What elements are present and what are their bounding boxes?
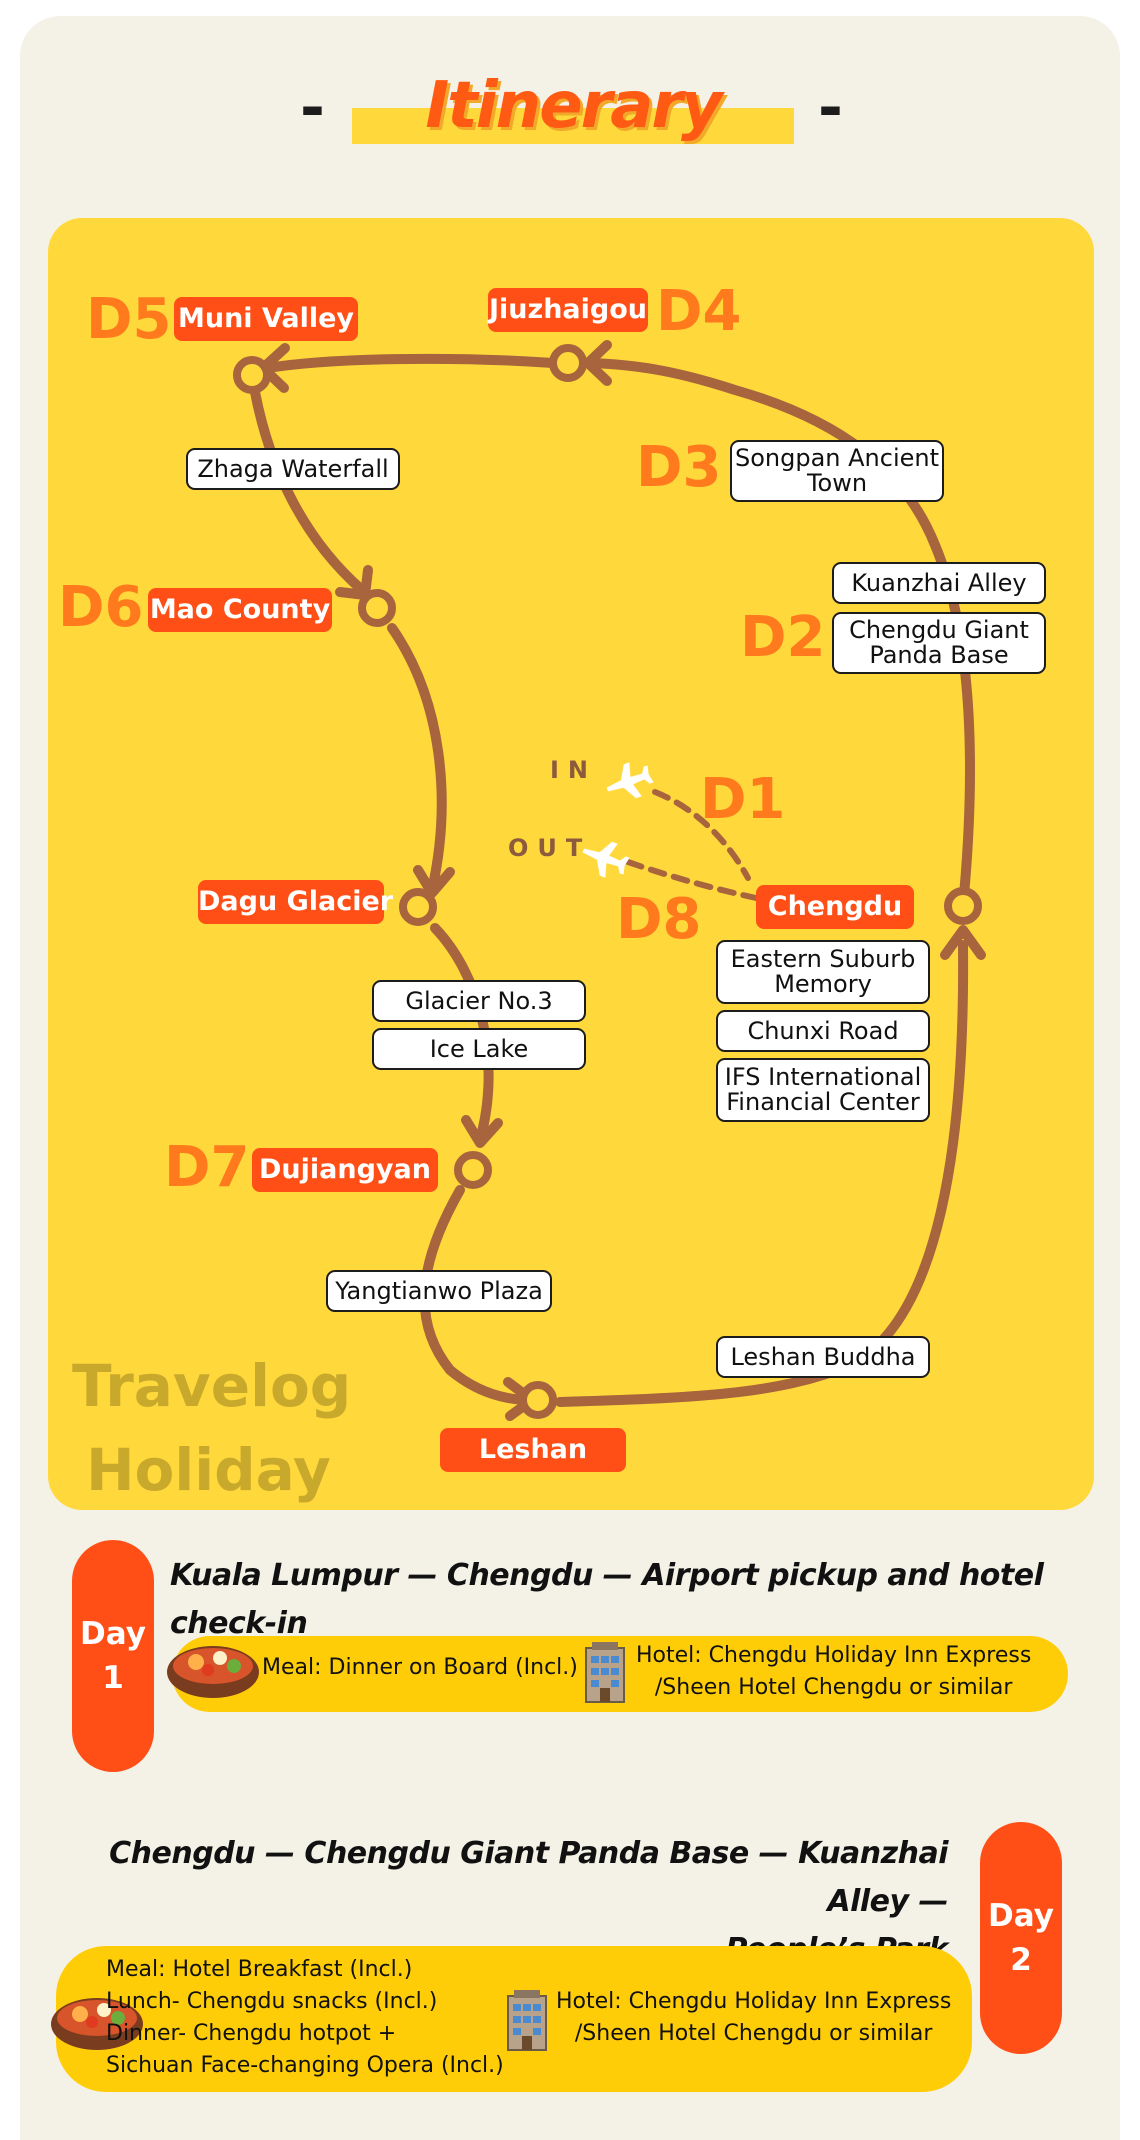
spot-yangtianwo: Yangtianwo Plaza bbox=[326, 1270, 552, 1312]
day-2-number: 2 bbox=[1010, 1942, 1032, 1978]
day-2-meal-line-4: Sichuan Face-changing Opera (Incl.) bbox=[106, 2053, 504, 2078]
route-arrow-4 bbox=[413, 865, 455, 898]
day-label-d3: D3 bbox=[636, 435, 722, 500]
brand-line-1: Travelog bbox=[72, 1352, 352, 1420]
hotpot-bowl-icon bbox=[167, 1646, 259, 1698]
node-mao bbox=[358, 589, 396, 627]
day-2-pill: Day 2 bbox=[980, 1822, 1062, 2054]
day-1-hotel-line-2: /Sheen Hotel Chengdu or similar bbox=[654, 1675, 1013, 1700]
day-2-meal-line-1: Meal: Hotel Breakfast (Incl.) bbox=[106, 1957, 413, 1982]
spot-panda-base: Chengdu Giant Panda Base bbox=[832, 612, 1046, 674]
day-1-pill: Day 1 bbox=[72, 1540, 154, 1772]
node-dagu bbox=[399, 888, 437, 926]
spot-zhaga: Zhaga Waterfall bbox=[186, 448, 400, 490]
node-muni bbox=[233, 356, 271, 394]
spot-glacier-no3: Glacier No.3 bbox=[372, 980, 586, 1022]
day-1-number: 1 bbox=[102, 1660, 124, 1696]
day-2-hotel: Hotel: Chengdu Holiday Inn Express /Shee… bbox=[556, 1986, 951, 2050]
flight-out-label: OUT bbox=[508, 834, 592, 862]
day-label-d6: D6 bbox=[58, 575, 144, 640]
city-chengdu: Chengdu bbox=[756, 885, 914, 929]
day-1-hotel: Hotel: Chengdu Holiday Inn Express /Shee… bbox=[636, 1640, 1031, 1704]
node-dujiangyan bbox=[454, 1151, 492, 1189]
city-leshan: Leshan bbox=[440, 1428, 626, 1472]
day-label-d1: D1 bbox=[700, 767, 786, 832]
hotel-building-icon bbox=[507, 1990, 547, 2051]
city-mao-county: Mao County bbox=[148, 588, 332, 632]
hotel-building-icon bbox=[585, 1642, 625, 1703]
city-dagu-glacier: Dagu Glacier bbox=[198, 880, 393, 924]
spot-songpan: Songpan Ancient Town bbox=[730, 440, 944, 502]
node-leshan bbox=[519, 1381, 557, 1419]
day-2-title-line-1: Chengdu — Chengdu Giant Panda Base — Kua… bbox=[109, 1836, 948, 1919]
day-label-d8: D8 bbox=[616, 887, 702, 952]
spot-kuanzhai: Kuanzhai Alley bbox=[832, 562, 1046, 604]
day-1-title: Kuala Lumpur — Chengdu — Airport pickup … bbox=[170, 1558, 1044, 1641]
spot-ifs: IFS International Financial Center bbox=[716, 1058, 930, 1122]
day-1-hotel-line-1: Hotel: Chengdu Holiday Inn Express bbox=[636, 1643, 1032, 1668]
route-arrow-5 bbox=[461, 1115, 503, 1148]
spot-eastern-suburb: Eastern Suburb Memory bbox=[716, 940, 930, 1004]
flight-in-path bbox=[652, 789, 751, 881]
node-chengdu bbox=[944, 887, 982, 925]
day-2-meal: Meal: Hotel Breakfast (Incl.) Lunch- Che… bbox=[106, 1954, 504, 2082]
node-jiuzhaigou bbox=[549, 344, 587, 382]
route-arrow-1 bbox=[583, 340, 612, 386]
route-map bbox=[48, 218, 1094, 1510]
city-jiuzhaigou: Jiuzhaigou bbox=[488, 288, 648, 332]
spot-ice-lake: Ice Lake bbox=[372, 1028, 586, 1070]
airplane-icon bbox=[582, 841, 630, 878]
day-2-label: Day bbox=[988, 1898, 1054, 1934]
route-segment-muni-mao bbox=[250, 387, 367, 595]
day-2-hotel-line-2: /Sheen Hotel Chengdu or similar bbox=[574, 2021, 933, 2046]
page-title: Itinerary bbox=[425, 69, 722, 143]
route-segment-mao-dagu bbox=[387, 623, 447, 895]
spot-chunxi-road: Chunxi Road bbox=[716, 1010, 930, 1052]
spot-leshan-buddha: Leshan Buddha bbox=[716, 1336, 930, 1378]
day-label-d5: D5 bbox=[86, 287, 172, 352]
day-2-hotel-line-1: Hotel: Chengdu Holiday Inn Express bbox=[556, 1989, 952, 2014]
day-2-meal-line-2: Lunch- Chengdu snacks (Incl.) bbox=[106, 1989, 438, 2014]
route-segment-dujiangyan-leshan bbox=[419, 1185, 535, 1405]
brand-line-2: Holiday bbox=[86, 1436, 331, 1504]
city-muni-valley: Muni Valley bbox=[174, 297, 358, 341]
header-highlight bbox=[352, 108, 794, 144]
day-label-d4: D4 bbox=[656, 279, 742, 344]
flight-out-path bbox=[625, 859, 759, 901]
header-dash-right: - bbox=[818, 73, 843, 143]
header-dash-left: - bbox=[300, 73, 325, 143]
hotpot-bowl-icon bbox=[51, 1998, 143, 2050]
day-1-meal: Meal: Dinner on Board (Incl.) bbox=[262, 1655, 578, 1680]
airplane-icon bbox=[606, 762, 654, 799]
day-label-d2: D2 bbox=[740, 605, 826, 670]
city-dujiangyan: Dujiangyan bbox=[252, 1148, 438, 1192]
flight-in-label: IN bbox=[550, 756, 598, 784]
day-label-d7: D7 bbox=[164, 1135, 250, 1200]
day-1-label: Day bbox=[80, 1616, 146, 1652]
route-segment-jiuzhaigou-muni bbox=[263, 353, 558, 373]
route-arrow-7 bbox=[940, 925, 986, 960]
day-2-meal-line-3: Dinner- Chengdu hotpot + bbox=[106, 2021, 397, 2046]
